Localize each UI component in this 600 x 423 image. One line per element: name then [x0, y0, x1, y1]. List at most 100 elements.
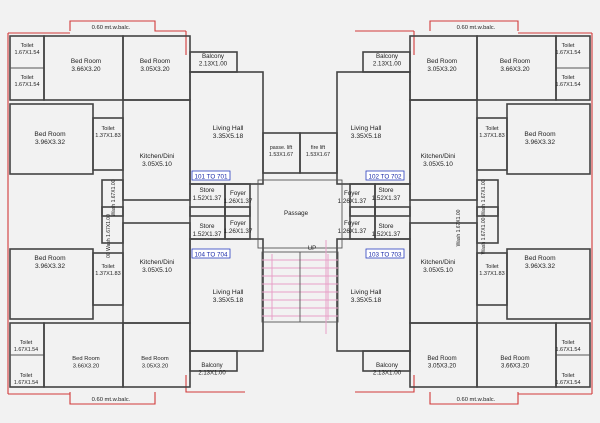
staircase — [261, 251, 339, 323]
room-dimension: 3.66X3.20 — [73, 363, 99, 369]
balcony-caption-bottom-right: 0.60 mt.w.balc. — [457, 397, 496, 403]
room-name: Toilet — [20, 340, 33, 346]
room-dimension: 3.66X3.20 — [500, 66, 530, 73]
flat-tag-bottom-right: 103 TO 703 — [368, 251, 402, 258]
room-dimension: 1.67X1.54 — [14, 82, 39, 88]
room-name: Toilet — [20, 373, 33, 379]
fire-lift-label: fire lift — [311, 145, 326, 151]
flat-top-right-walls — [336, 35, 591, 217]
red-boundary — [7, 20, 593, 405]
room-dimension: 1.26X1.37 — [338, 228, 367, 235]
passenger-lift-dim: 1.53X1.67 — [269, 152, 293, 158]
room-dimension: 1.26X1.37 — [224, 198, 253, 205]
room-name: Store — [199, 223, 215, 230]
room-name: Foyer — [344, 220, 360, 227]
room-dimension: 3.05X3.20 — [142, 363, 168, 369]
room-dimension: 3.66X3.20 — [71, 66, 101, 73]
room-dimension: 1.67X1.54 — [14, 347, 38, 353]
room-name: Kitchen/Dini — [421, 259, 456, 266]
room-dimension: 1.26X1.37 — [224, 228, 253, 235]
room-name: Kitchen/Dini — [140, 153, 175, 160]
room-name: Bed Room — [34, 255, 66, 262]
passenger-lift-label: passe. lift — [270, 145, 293, 151]
room-name: Bed Room — [34, 131, 66, 138]
flat-tag-top-left: 101 TO 701 — [194, 173, 228, 180]
wash-label-bl-wash-area: 00 Wash 1.67X1.00 — [106, 214, 112, 258]
room-dimension: 1.52X1.37 — [193, 231, 222, 238]
room-name: Toilet — [101, 126, 115, 132]
room-dimension: 3.66X3.20 — [501, 363, 530, 370]
room-name: Bed Room — [427, 355, 456, 362]
room-dimension: 1.52X1.37 — [372, 195, 401, 202]
room-name: Toilet — [485, 126, 499, 132]
room-name: Toilet — [562, 340, 575, 346]
balcony-caption-top-right: 0.60 mt.w.balc. — [457, 25, 496, 31]
room-name: Bed Room — [500, 58, 530, 65]
room-name: Foyer — [344, 190, 360, 197]
wash-label-br-wash: Wash 1.67X1.00 — [456, 209, 462, 246]
room-dimension: 3.96X3.32 — [525, 139, 555, 146]
room-name: Toilet — [21, 43, 34, 49]
room-name: Foyer — [230, 190, 246, 197]
room-dimension: 1.37X1.83 — [95, 133, 121, 139]
room-dimension: 3.35X5.18 — [351, 297, 382, 304]
room-name: Balcony — [202, 53, 225, 60]
room-dimension: 1.67X1.54 — [555, 50, 580, 56]
room-dimension: 3.96X3.32 — [525, 263, 555, 270]
central-core — [257, 132, 343, 334]
room-name: Bed Room — [524, 131, 556, 138]
room-name: Balcony — [201, 363, 222, 369]
room-dimension: 3.05X5.10 — [423, 267, 453, 274]
balcony-caption-bottom-left: 0.60 mt.w.balc. — [92, 397, 131, 403]
room-dimension: 3.05X3.20 — [140, 66, 170, 73]
flat-top-left-walls — [9, 35, 264, 217]
room-dimension: 1.67X1.54 — [555, 82, 580, 88]
room-name: Store — [199, 187, 215, 194]
balcony-caption-top-left: 0.60 mt.w.balc. — [92, 25, 131, 31]
wash-label-bl-wash: Wash 1.67X1.00 — [481, 217, 487, 254]
flat-tags: 101 TO 701 102 TO 702 104 TO 704 103 TO … — [191, 170, 405, 259]
room-dimension: 1.37X1.83 — [95, 271, 121, 277]
core-labels: passe. lift 1.53X1.67 fire lift 1.53X1.6… — [269, 145, 330, 252]
fire-lift-dim: 1.53X1.67 — [306, 152, 330, 158]
room-dimension: 2.13X1.00 — [373, 370, 402, 377]
room-name: Balcony — [376, 362, 399, 369]
room-name: Store — [378, 187, 394, 194]
room-dimension: 3.05X3.20 — [427, 66, 457, 73]
room-dimension: 2.13X1.00 — [373, 61, 402, 68]
room-dimension: 3.35X5.18 — [213, 133, 244, 140]
room-name: Toilet — [562, 43, 575, 49]
room-name: Bed Room — [140, 58, 170, 65]
room-name: Store — [378, 223, 394, 230]
room-dimension: 1.37X1.83 — [479, 271, 505, 277]
room-name: Living Hall — [213, 125, 244, 132]
room-dimension: 1.52X1.37 — [372, 231, 401, 238]
room-name: Kitchen/Dini — [421, 153, 456, 160]
room-dimension: 1.67X1.54 — [14, 380, 38, 386]
room-name: Foyer — [230, 220, 246, 227]
